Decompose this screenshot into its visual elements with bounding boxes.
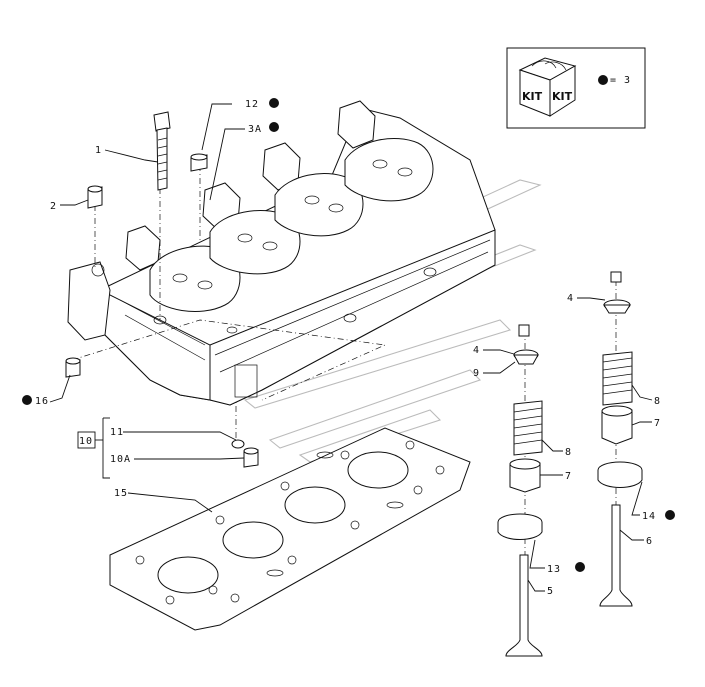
kit-bullet-icon — [598, 75, 608, 85]
part-16-plug — [65, 357, 81, 378]
label-4-right: 4 — [567, 293, 574, 304]
label-11: 11 — [110, 427, 124, 438]
label-4-center: 4 — [473, 345, 480, 356]
label-2: 2 — [50, 201, 57, 212]
label-10A: 10A — [110, 454, 131, 465]
kit-bullet-14-icon — [665, 510, 675, 520]
kit-icon-text-left: KIT — [522, 90, 543, 103]
label-15: 15 — [114, 488, 128, 499]
label-8-center: 8 — [565, 447, 572, 458]
kit-icon: KIT KIT — [518, 57, 577, 117]
label-12: 12 — [245, 99, 259, 110]
part-5-valve — [505, 554, 543, 657]
part-4-retainer — [603, 299, 631, 314]
kit-bullet-13-icon — [575, 562, 585, 572]
part-2-plug — [87, 185, 103, 209]
part-15-head-gasket — [109, 427, 471, 631]
part-9-keeper — [518, 324, 530, 337]
label-8-right: 8 — [654, 396, 661, 407]
kit-legend-text: = 3 — [610, 75, 631, 86]
label-9: 9 — [473, 368, 480, 379]
part-8-spring — [602, 351, 633, 406]
label-10: 10 — [79, 436, 93, 447]
label-7-center: 7 — [565, 471, 572, 482]
valve-assembly-right — [597, 271, 643, 607]
kit-bullet-3A-icon — [269, 122, 279, 132]
label-3A: 3A — [248, 124, 262, 135]
part-10A-screw — [243, 447, 259, 468]
valve-assembly-center — [497, 324, 543, 657]
part-4-keeper — [610, 271, 622, 283]
part-13-seat — [497, 513, 543, 540]
kit-icon-text-right: KIT — [552, 90, 573, 103]
label-1: 1 — [95, 145, 102, 156]
kit-legend-box: KIT KIT = 3 — [506, 47, 646, 129]
part-1-bolt — [153, 111, 171, 191]
part-11-washer — [231, 439, 245, 449]
part-7-seal-center — [509, 458, 541, 493]
part-labels: 1 2 12 3A 16 11 10 10A 15 4 4 9 8 7 8 7 … — [22, 98, 675, 597]
part-6-valve — [599, 504, 633, 607]
kit-bullet-12-icon — [269, 98, 279, 108]
label-6: 6 — [646, 536, 653, 547]
label-14: 14 — [642, 511, 656, 522]
label-5: 5 — [547, 586, 554, 597]
kit-bullet-16-icon — [22, 395, 32, 405]
part-9-retainer — [513, 349, 539, 365]
label-16: 16 — [35, 396, 49, 407]
label-13: 13 — [547, 564, 561, 575]
leader-lines — [49, 103, 653, 592]
part-8-spring-center — [513, 400, 543, 456]
part-7-seal — [601, 405, 633, 445]
part-14-seat — [597, 461, 643, 488]
label-10-box — [77, 431, 96, 449]
part-12-plug — [190, 153, 208, 172]
cylinder-head — [67, 100, 496, 406]
label-7-right: 7 — [654, 418, 661, 429]
